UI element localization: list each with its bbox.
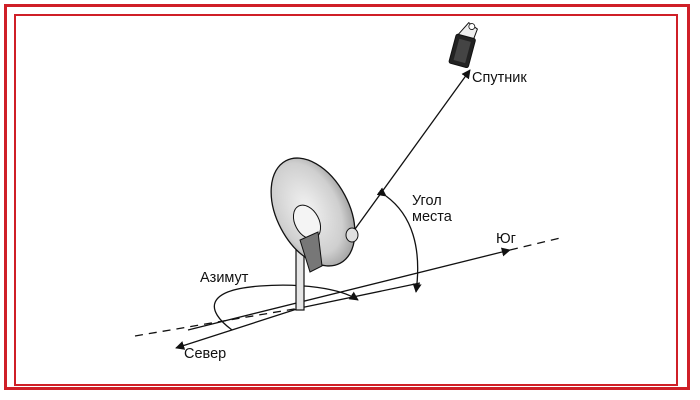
elevation-label-line2: места [412, 209, 453, 225]
lnb-converter [345, 227, 359, 243]
south-label: Юг [496, 231, 516, 247]
inner-red-frame [14, 14, 678, 386]
north-axis-dashed [134, 307, 301, 337]
north-label: Север [184, 346, 226, 362]
south-axis-dashed [509, 237, 561, 251]
azimuth-label: Азимут [200, 270, 249, 286]
outer-red-frame [4, 4, 690, 390]
elevation-label-line1: Угол [412, 193, 442, 209]
satellite-icon [448, 21, 478, 69]
azimuth-arc [213, 284, 359, 331]
south-arrow [187, 247, 511, 331]
satellite-label: Спутник [472, 70, 527, 86]
satellite-beam [349, 69, 471, 237]
elevation-arc [376, 187, 422, 293]
dish-reflector [270, 157, 356, 273]
north-arrow [175, 307, 301, 350]
